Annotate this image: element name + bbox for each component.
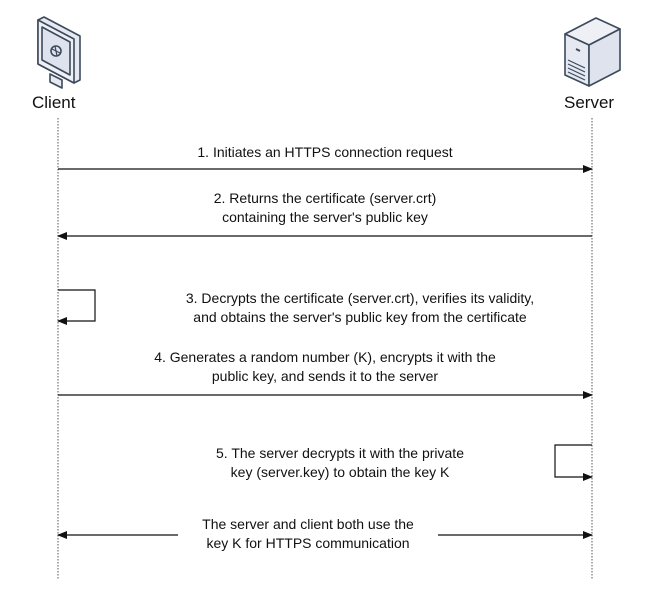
- client-label: Client: [32, 93, 76, 112]
- message-line: containing the server's public key: [222, 209, 428, 225]
- message-step-3: 3. Decrypts the certificate (server.crt)…: [110, 289, 610, 327]
- message-line: and obtains the server's public key from…: [193, 309, 527, 325]
- message-line: 1. Initiates an HTTPS connection request: [197, 144, 453, 160]
- message-line: The server and client both use the: [202, 516, 414, 532]
- message-line: 2. Returns the certificate (server.crt): [213, 190, 437, 206]
- message-step-4: 4. Generates a random number (K), encryp…: [80, 348, 570, 386]
- server-tower-icon: [564, 17, 621, 87]
- message-line: 4. Generates a random number (K), encryp…: [154, 349, 496, 365]
- message-line: public key, and sends it to the server: [211, 368, 439, 384]
- arrow-step-3-self: [57, 289, 96, 325]
- message-line: 5. The server decrypts it with the priva…: [216, 445, 464, 461]
- message-step-2: 2. Returns the certificate (server.crt) …: [160, 189, 490, 227]
- message-step-6: The server and client both use the key K…: [178, 515, 438, 553]
- server-label: Server: [564, 93, 615, 112]
- message-step-1: 1. Initiates an HTTPS connection request: [160, 143, 490, 162]
- message-line: 3. Decrypts the certificate (server.crt)…: [185, 290, 535, 306]
- monitor-icon: [37, 16, 81, 89]
- arrow-step-5-self: [554, 444, 593, 481]
- message-line: key (server.key) to obtain the key K: [230, 464, 450, 480]
- message-step-5: 5. The server decrypts it with the priva…: [180, 444, 500, 482]
- message-line: key K for HTTPS communication: [206, 535, 410, 551]
